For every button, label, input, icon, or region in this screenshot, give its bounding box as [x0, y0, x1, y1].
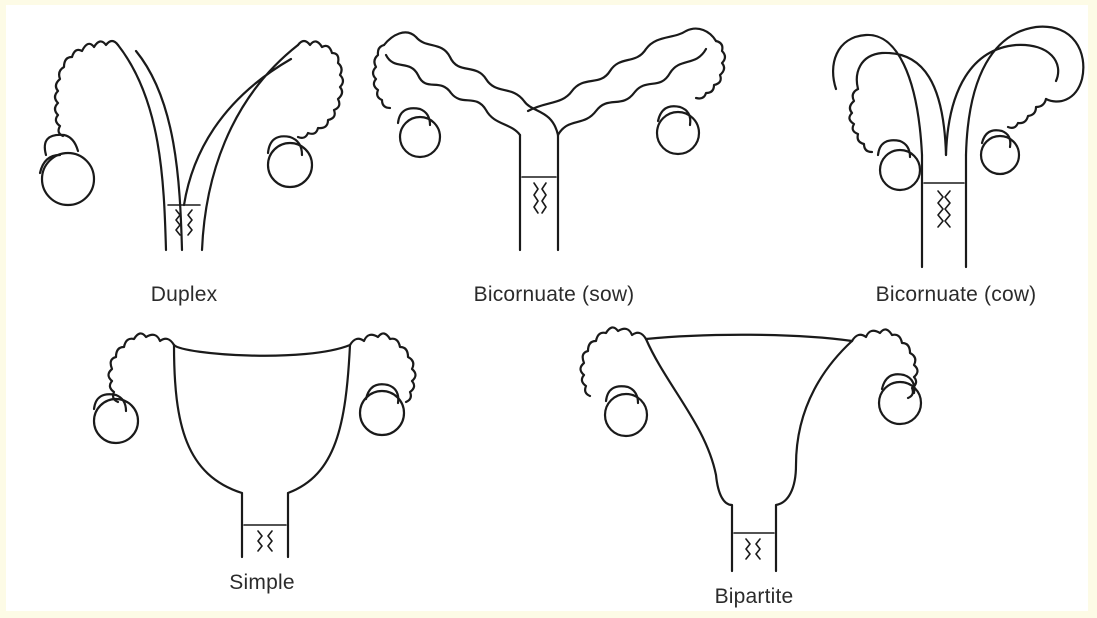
duplex-diagram — [40, 41, 343, 250]
duplex-left-horn — [118, 45, 182, 250]
sow-right-horn — [528, 29, 716, 135]
sow-left-oviduct — [373, 45, 390, 108]
label-bicornuate-sow: Bicornuate (sow) — [474, 283, 635, 307]
cow-right-oviduct — [1008, 99, 1046, 128]
simple-diagram — [94, 333, 416, 557]
sow-uterine-body — [520, 135, 558, 250]
cow-right-ovary-body — [981, 136, 1019, 174]
label-simple: Simple — [229, 571, 294, 595]
simple-cervix — [244, 525, 286, 551]
duplex-right-horn — [184, 45, 298, 250]
duplex-left-ovary-body — [42, 153, 94, 205]
cow-cervix — [924, 183, 964, 227]
uterus-types-figure: Duplex Bicornuate (sow) Bicornuate (cow)… — [6, 5, 1088, 611]
duplex-right-oviduct — [298, 41, 343, 138]
simple-right-ovary-body — [360, 391, 404, 435]
simple-left-oviduct — [109, 333, 175, 402]
bipartite-cervix — [734, 533, 774, 559]
cow-left-oviduct — [849, 89, 872, 152]
cow-left-ovary-body — [880, 150, 920, 190]
label-bipartite: Bipartite — [715, 585, 794, 609]
label-duplex: Duplex — [151, 283, 218, 307]
bicornuate-sow-diagram — [373, 29, 725, 250]
bipartite-uterine-body — [646, 335, 852, 571]
cow-uterine-body — [922, 155, 966, 267]
duplex-cervix — [168, 205, 200, 235]
bipartite-diagram — [581, 327, 922, 571]
cow-right-horn — [946, 27, 1083, 155]
bipartite-left-oviduct — [581, 327, 647, 396]
sow-right-oviduct — [696, 41, 725, 98]
sow-right-ovary-body — [657, 112, 699, 154]
sow-cervix — [522, 177, 556, 213]
cow-left-ovary — [878, 140, 910, 157]
simple-left-ovary-body — [94, 399, 138, 443]
label-bicornuate-cow: Bicornuate (cow) — [876, 283, 1037, 307]
cow-left-horn — [833, 35, 946, 155]
bicornuate-cow-diagram — [833, 27, 1083, 267]
duplex-right-ovary-body — [268, 143, 312, 187]
bipartite-right-ovary-body — [879, 382, 921, 424]
cow-right-ovary — [982, 130, 1010, 147]
duplex-left-oviduct — [55, 41, 118, 136]
sow-left-ovary-body — [400, 117, 440, 157]
bipartite-left-ovary-body — [605, 394, 647, 436]
sow-right-ovary — [658, 106, 690, 125]
figure-artwork — [6, 5, 1088, 611]
